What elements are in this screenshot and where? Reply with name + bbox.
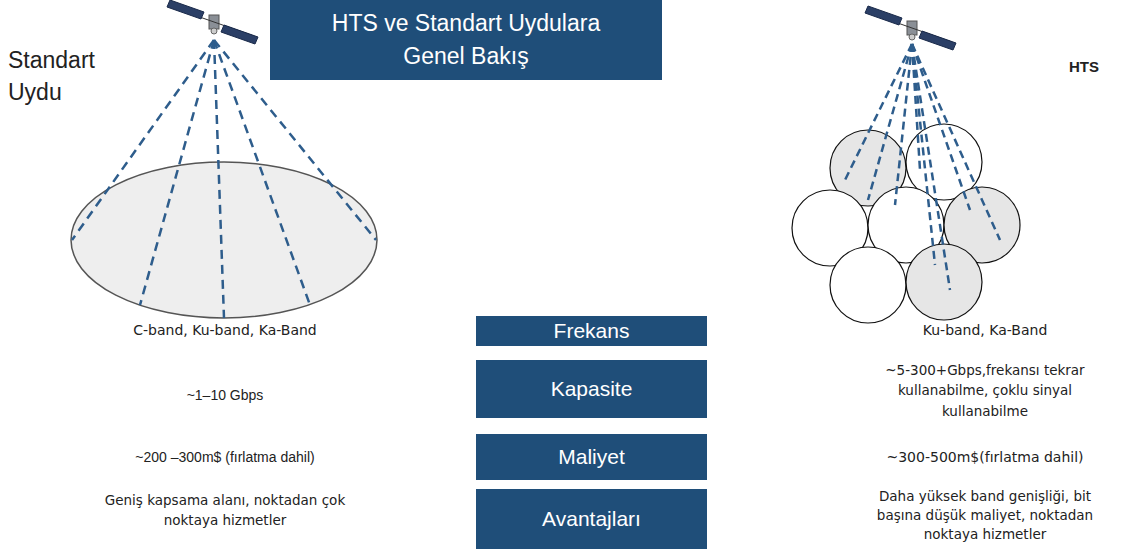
band-label: Frekans <box>554 319 630 343</box>
advantage-value: Daha yüksek band genişliği, bit başına d… <box>865 487 1105 544</box>
category-band: Maliyet <box>476 434 707 480</box>
capacity-value: ~5-300+Gbps,frekansı tekrar kullanabilme… <box>860 360 1110 421</box>
frequency-value: C-band, Ku-band, Ka-Band <box>75 321 375 341</box>
category-band: Avantajları <box>476 489 707 549</box>
title-text: HTS ve Standart Uydulara Genel Bakış <box>316 7 616 74</box>
band-label: Kapasite <box>551 377 633 401</box>
advantage-value: Geniş kapsama alanı, noktadan çok noktay… <box>100 491 350 530</box>
band-label: Avantajları <box>542 507 641 531</box>
title-banner: HTS ve Standart Uydulara Genel Bakış <box>270 0 662 80</box>
satellite-type-label: Standart Uydu <box>8 44 118 108</box>
cost-value: ~300-500m$(fırlatma dahil) <box>855 448 1115 468</box>
frequency-value: Ku-band, Ka-Band <box>860 321 1110 341</box>
category-band: Frekans <box>476 316 707 346</box>
category-band: Kapasite <box>476 360 707 418</box>
cost-value: ~200 –300m$ (fırlatma dahil) <box>75 448 375 468</box>
capacity-value: ~1–10 Gbps <box>95 386 355 406</box>
band-label: Maliyet <box>558 445 625 469</box>
satellite-type-label: HTS <box>1054 56 1114 77</box>
